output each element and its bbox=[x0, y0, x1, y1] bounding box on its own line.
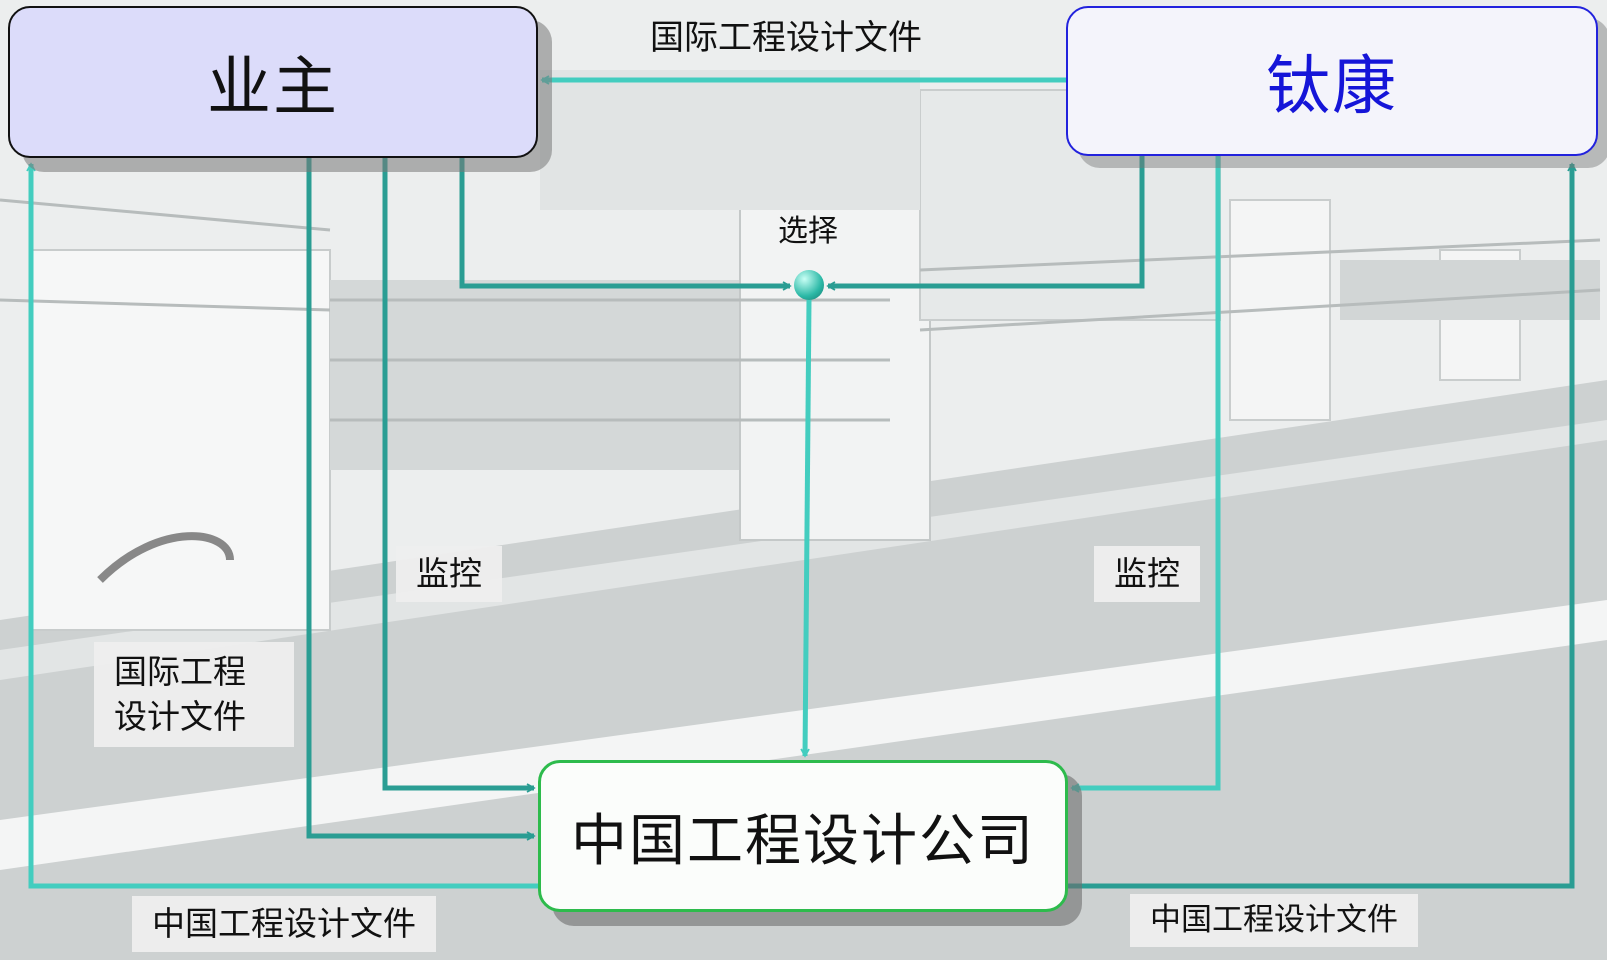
select-junction-dot bbox=[794, 270, 824, 300]
arrow-owner-to-company-docs bbox=[306, 158, 536, 841]
node-owner: 业主 bbox=[8, 6, 538, 158]
label-china-docs-bottom-right: 中国工程设计文件 bbox=[1130, 894, 1418, 948]
label-international-docs-top: 国际工程设计文件 bbox=[650, 18, 922, 58]
arrow-taikang-to-select bbox=[826, 156, 1145, 291]
node-taikang: 钛康 bbox=[1066, 6, 1598, 156]
arrow-taikang-monitor-company bbox=[1070, 156, 1221, 793]
label-monitor-left: 监控 bbox=[396, 546, 502, 602]
label-left-line1: 国际工程 bbox=[114, 652, 246, 691]
node-taikang-label: 钛康 bbox=[1266, 50, 1398, 124]
node-owner-label: 业主 bbox=[207, 51, 339, 125]
arrow-owner-to-select bbox=[459, 158, 792, 291]
label-international-docs-left: 国际工程 设计文件 bbox=[94, 642, 294, 748]
arrow-company-to-taikang-docs bbox=[1068, 162, 1577, 889]
label-select: 选择 bbox=[778, 214, 838, 249]
label-left-line2: 设计文件 bbox=[114, 696, 246, 736]
arrow-company-to-owner-docs bbox=[26, 162, 538, 889]
node-company-label: 中国工程设计公司 bbox=[571, 808, 1035, 874]
label-china-docs-bottom-left: 中国工程设计文件 bbox=[132, 896, 436, 952]
arrow-select-to-company bbox=[800, 299, 812, 758]
node-chinese-engineering-company: 中国工程设计公司 bbox=[538, 760, 1068, 912]
arrow-owner-monitor-company bbox=[382, 158, 536, 793]
label-monitor-right: 监控 bbox=[1094, 546, 1200, 602]
